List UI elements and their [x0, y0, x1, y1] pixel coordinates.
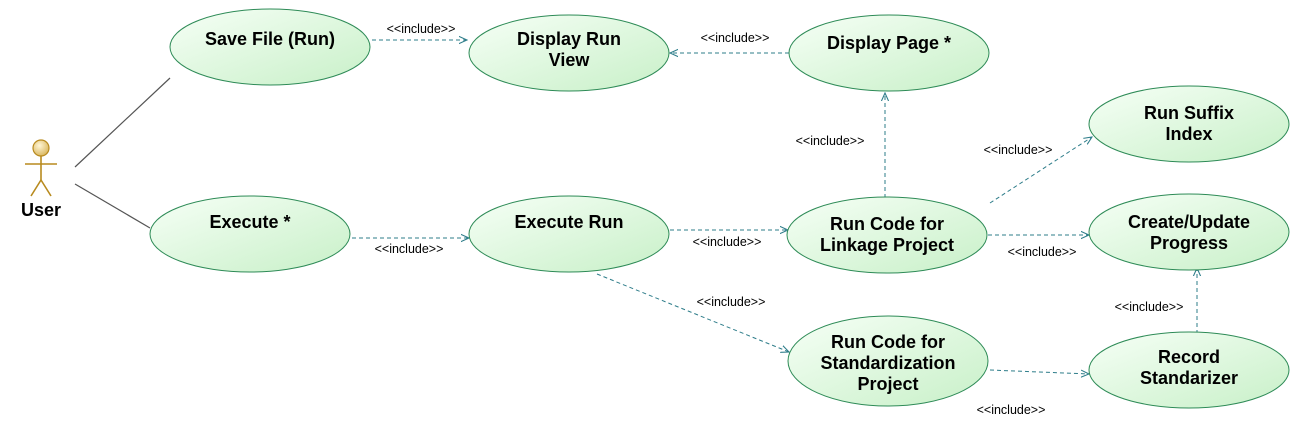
use-case-execute-run[interactable]: Execute Run — [468, 195, 670, 273]
association-user-execute — [74, 183, 151, 229]
include-label: <<include>> — [387, 22, 456, 36]
association-user-save-file — [74, 77, 171, 168]
include-label: <<include>> — [984, 143, 1053, 157]
use-case-label: Create/Update — [1128, 212, 1250, 232]
include-label: <<include>> — [796, 134, 865, 148]
include-label: <<include>> — [693, 235, 762, 249]
use-case-label: Execute * — [209, 212, 290, 232]
use-case-record-standardizer[interactable]: Record Standarizer — [1088, 331, 1290, 409]
include-label: <<include>> — [1115, 300, 1184, 314]
use-case-label: Run Code for — [830, 214, 944, 234]
include-label: <<include>> — [1008, 245, 1077, 259]
use-case-label: Display Page * — [827, 33, 951, 53]
use-case-label: Standardization — [820, 353, 955, 373]
stick-figure-icon — [25, 139, 57, 197]
use-case-label: Linkage Project — [820, 235, 954, 255]
include-label: <<include>> — [375, 242, 444, 256]
use-case-create-update-progress[interactable]: Create/Update Progress — [1088, 193, 1290, 271]
include-label: <<include>> — [977, 403, 1046, 417]
use-case-save-file[interactable]: Save File (Run) — [169, 8, 371, 86]
include-linkage-to-run-suffix — [989, 137, 1092, 204]
use-case-label: Index — [1165, 124, 1212, 144]
use-case-display-page[interactable]: Display Page * — [788, 14, 990, 92]
include-label: <<include>> — [701, 31, 770, 45]
use-case-run-code-standardization[interactable]: Run Code for Standardization Project — [787, 315, 989, 407]
use-case-execute[interactable]: Execute * — [149, 195, 351, 273]
use-case-label: Save File (Run) — [205, 29, 335, 49]
use-case-label: Run Suffix — [1144, 103, 1234, 123]
actor-label: User — [21, 200, 61, 220]
include-execute-run-to-standardization — [596, 273, 789, 352]
include-standardization-to-record — [989, 369, 1089, 374]
use-case-label: View — [549, 50, 591, 70]
use-case-label: Record — [1158, 347, 1220, 367]
use-case-label: Execute Run — [514, 212, 623, 232]
use-case-label: Progress — [1150, 233, 1228, 253]
use-case-label: Display Run — [517, 29, 621, 49]
use-case-display-run-view[interactable]: Display Run View — [468, 14, 670, 92]
use-case-run-suffix-index[interactable]: Run Suffix Index — [1088, 85, 1290, 163]
use-case-label: Standarizer — [1140, 368, 1238, 388]
use-case-label: Project — [857, 374, 918, 394]
actor-user[interactable]: User — [21, 139, 61, 220]
use-case-run-code-linkage[interactable]: Run Code for Linkage Project — [786, 196, 988, 274]
include-label: <<include>> — [697, 295, 766, 309]
use-case-label: Run Code for — [831, 332, 945, 352]
